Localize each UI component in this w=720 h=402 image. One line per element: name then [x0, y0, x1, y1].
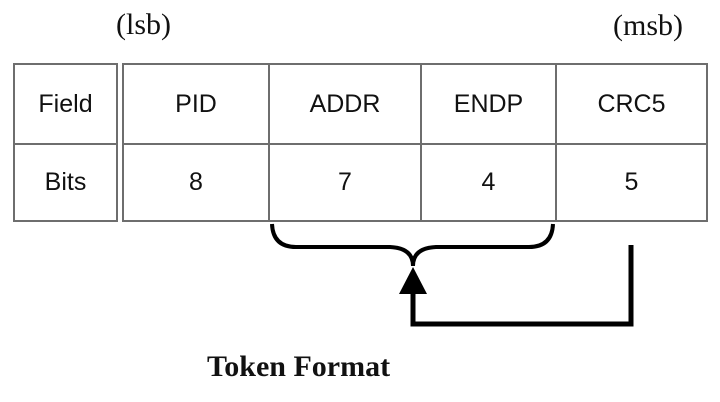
msb-label: (msb): [613, 9, 683, 42]
bits-cell-addr: 7: [270, 145, 422, 220]
up-arrowhead-icon: [399, 267, 427, 294]
field-cell-pid: PID: [124, 65, 270, 145]
bits-cell-crc5: 5: [557, 145, 706, 220]
underbrace: [270, 223, 555, 267]
crc5-feedback-line: [410, 245, 634, 327]
row-header-table: Field Bits: [13, 63, 118, 222]
field-cell-addr: ADDR: [270, 65, 422, 145]
lsb-label: (lsb): [116, 8, 171, 41]
field-cell-crc5: CRC5: [557, 65, 706, 145]
row-header-bits: Bits: [15, 145, 116, 220]
row-header-field: Field: [15, 65, 116, 145]
bits-cell-endp: 4: [422, 145, 557, 220]
diagram-caption: Token Format: [207, 350, 391, 383]
fields-table: PID ADDR ENDP CRC5 8 7 4 5: [122, 63, 708, 222]
bits-cell-pid: 8: [124, 145, 270, 220]
field-cell-endp: ENDP: [422, 65, 557, 145]
